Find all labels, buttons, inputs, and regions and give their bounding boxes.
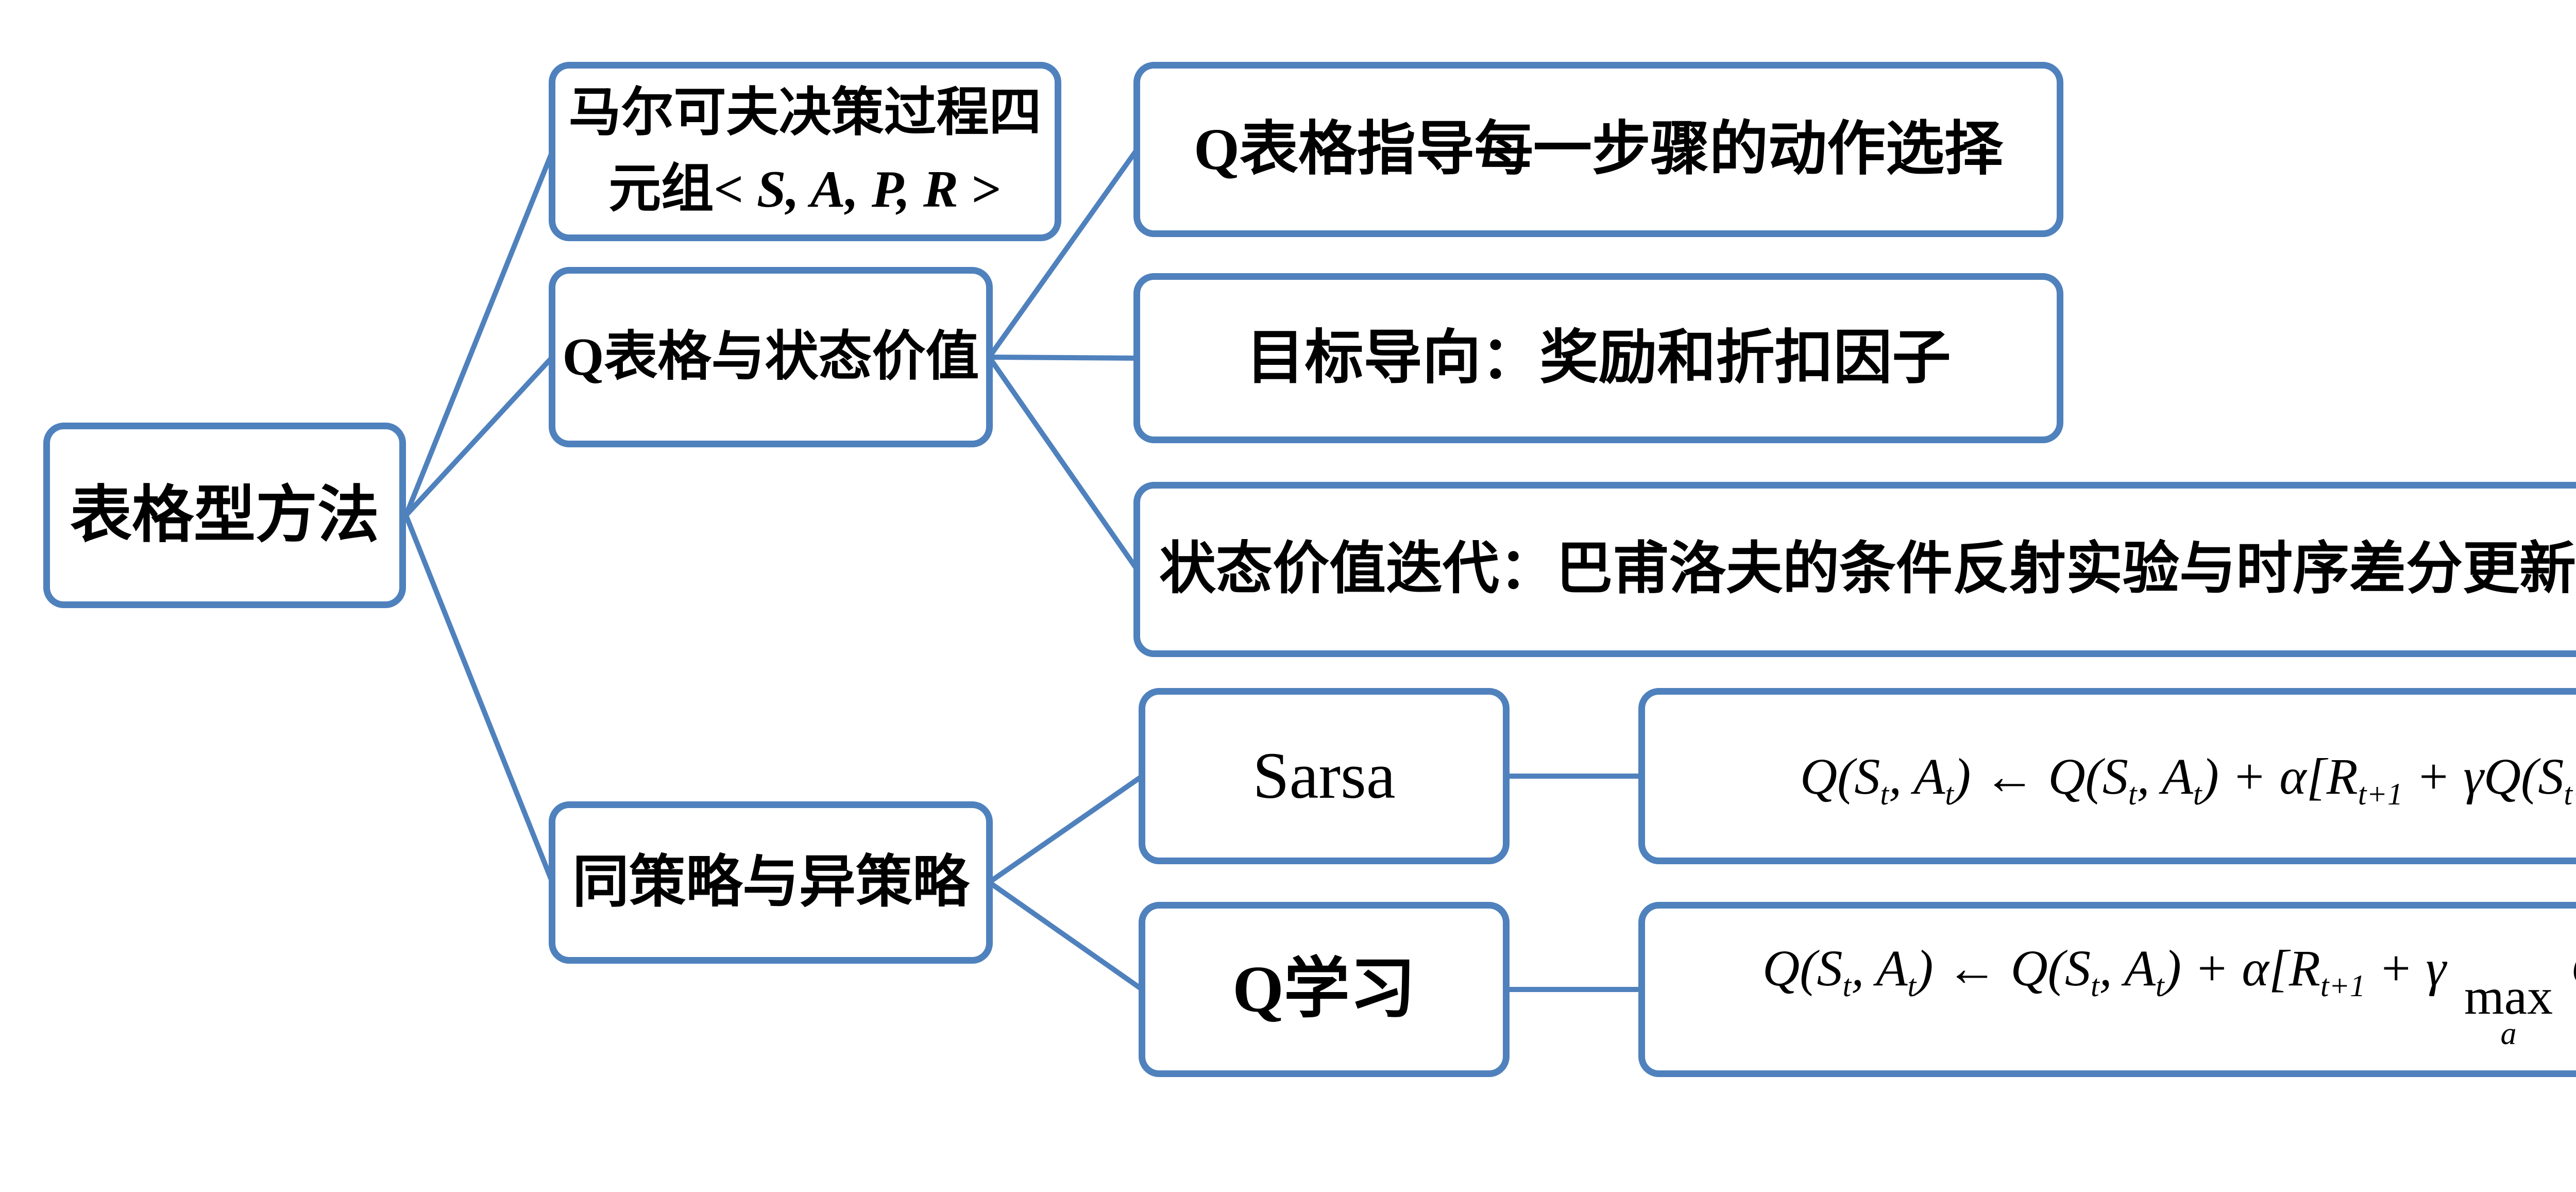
node-goal-oriented[interactable]: 目标导向：奖励和折扣因子 xyxy=(1133,273,2063,443)
node-on-policy-off-policy[interactable]: 同策略与异策略 xyxy=(549,801,993,964)
connector-root-policy xyxy=(403,514,555,883)
node-sarsa-update-formula[interactable]: Q(St, At) ← Q(St, At) + α[Rt+1 + γQ(St+1… xyxy=(1638,688,2576,864)
node-q-learning-label: Q学习 xyxy=(1232,952,1416,1026)
node-sarsa-label: Sarsa xyxy=(1252,739,1396,813)
connector-qtable-sviter xyxy=(987,356,1140,571)
node-mdp-tuple[interactable]: 马尔可夫决策过程四元组< S, A, P, R > xyxy=(549,62,1061,241)
node-goal-oriented-label: 目标导向：奖励和折扣因子 xyxy=(1246,325,1951,391)
connector-policy-qlearn xyxy=(988,880,1144,992)
connector-qtable-goal xyxy=(989,355,1138,361)
node-q-learning[interactable]: Q学习 xyxy=(1139,902,1510,1077)
node-state-value-iteration[interactable]: 状态价值迭代：巴甫洛夫的条件反射实验与时序差分更新 xyxy=(1133,482,2576,657)
node-q-table-guides-actions[interactable]: Q表格指导每一步骤的动作选择 xyxy=(1133,62,2063,237)
connector-qtable-guide xyxy=(987,148,1140,359)
node-q-table-state-value[interactable]: Q表格与状态价值 xyxy=(549,267,993,447)
node-mdp-tuple-label: 马尔可夫决策过程四元组< S, A, P, R > xyxy=(568,84,1042,219)
node-root-label: 表格型方法 xyxy=(70,481,379,549)
connector-root-qtable xyxy=(404,355,554,517)
sarsa-update-formula: Q(St, At) ← Q(St, At) + α[Rt+1 + γQ(St+1… xyxy=(1800,747,2576,811)
node-q-table-state-value-label: Q表格与状态价值 xyxy=(562,327,979,387)
node-q-table-guides-actions-label: Q表格指导每一步骤的动作选择 xyxy=(1194,116,2003,182)
connector-root-mdp xyxy=(403,150,555,516)
node-on-policy-off-policy-label: 同策略与异策略 xyxy=(572,850,969,914)
node-sarsa[interactable]: Sarsa xyxy=(1139,688,1510,864)
node-root[interactable]: 表格型方法 xyxy=(43,423,406,608)
connector-policy-sarsa xyxy=(988,774,1144,885)
node-state-value-iteration-label: 状态价值迭代：巴甫洛夫的条件反射实验与时序差分更新 xyxy=(1159,538,2576,601)
